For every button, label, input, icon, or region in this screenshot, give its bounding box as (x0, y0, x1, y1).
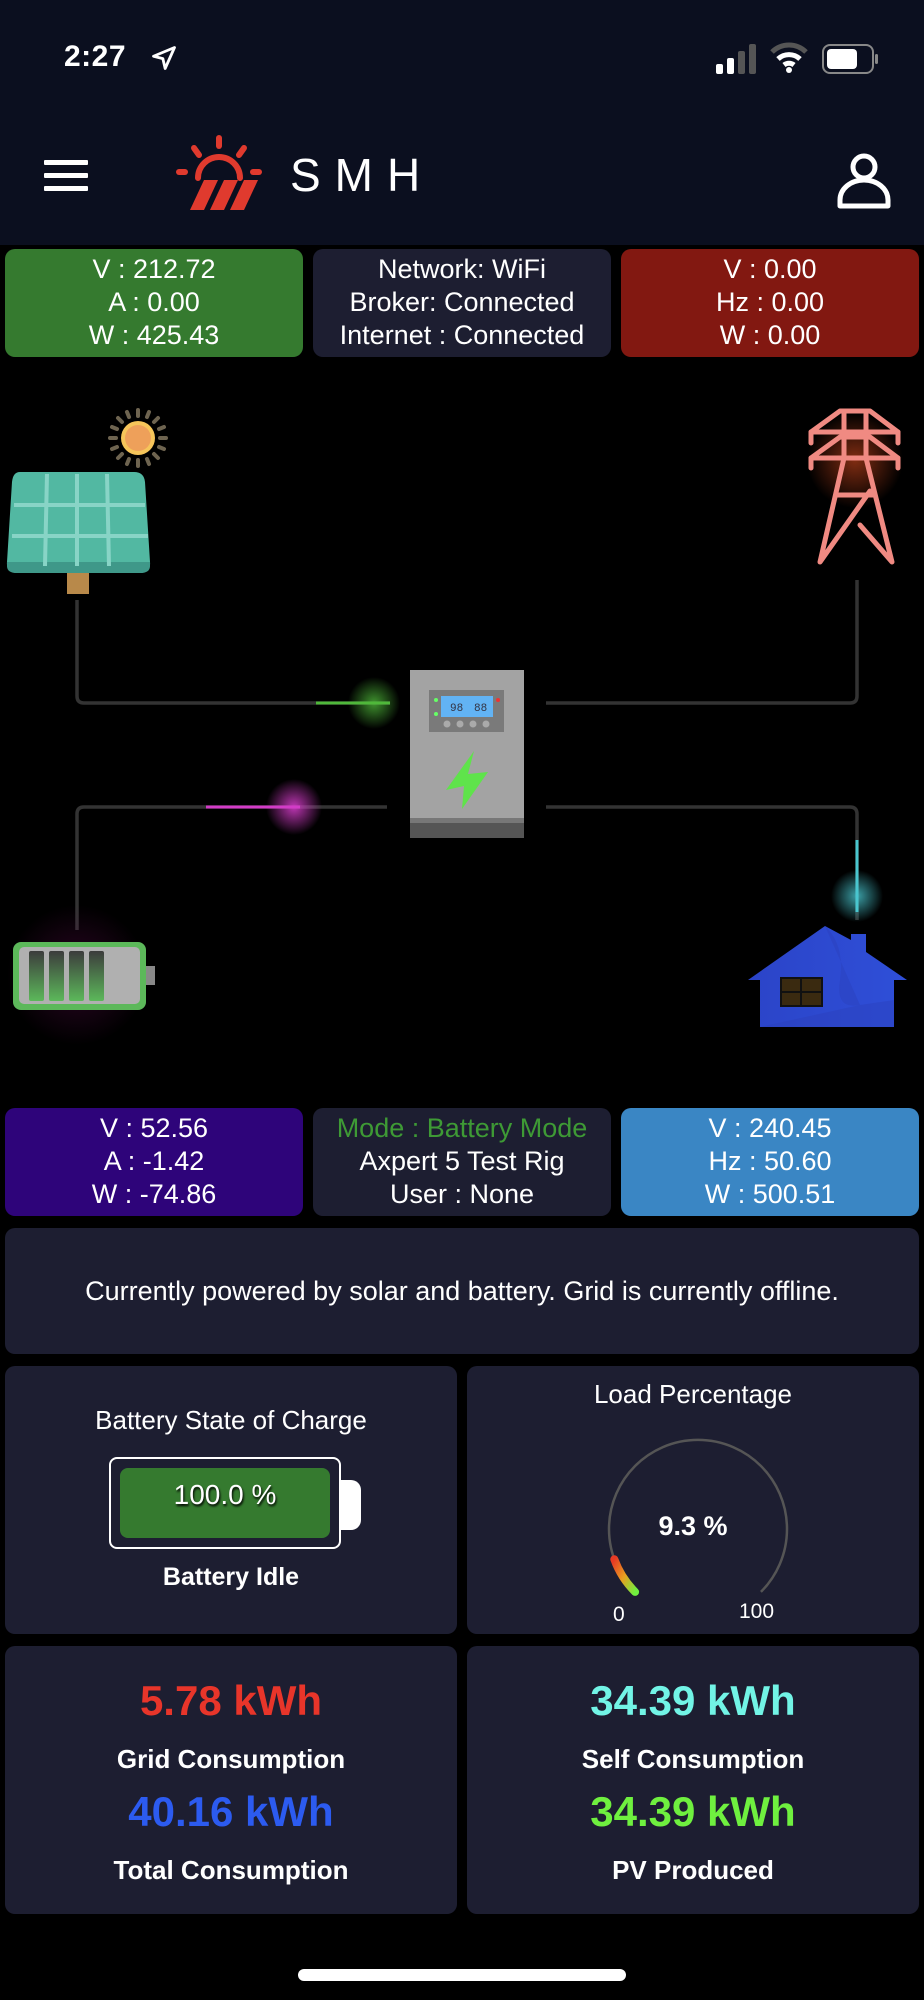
internet-status: Internet : Connected (339, 320, 585, 350)
pv-stats-card: V : 212.72 A : 0.00 W : 425.43 (5, 249, 303, 357)
sun-icon (108, 408, 168, 468)
house-icon (748, 926, 907, 1027)
self-consumption-label: Self Consumption (581, 1744, 805, 1774)
flow-lines (75, 580, 859, 930)
inverter-icon: 98 88 (410, 670, 524, 838)
battery-voltage: V : 52.56 (99, 1113, 209, 1143)
device-name: Axpert 5 Test Rig (359, 1146, 565, 1176)
power-tower-icon (807, 408, 903, 565)
battery-line (75, 805, 387, 930)
load-gauge-track (607, 1438, 789, 1593)
network-type: Network: WiFi (378, 254, 546, 284)
grid-frequency: Hz : 0.00 (715, 287, 825, 317)
grid-stats-card: V : 0.00 Hz : 0.00 W : 0.00 (621, 249, 919, 357)
grid-power: W : 0.00 (719, 320, 821, 350)
load-percentage-title: Load Percentage (593, 1379, 793, 1409)
load-gauge-min-label: 0 (613, 1603, 625, 1626)
solar-panel-icon (6, 472, 151, 594)
battery-status: Battery Idle (162, 1563, 300, 1591)
grid-consumption-label: Grid Consumption (116, 1744, 346, 1774)
pv-power: W : 425.43 (88, 320, 220, 350)
load-power: W : 500.51 (704, 1179, 836, 1209)
user-icon[interactable] (834, 150, 894, 210)
load-gauge-value: 9.3 % (658, 1511, 728, 1541)
production-panel: 34.39 kWh Self Consumption 34.39 kWh PV … (467, 1646, 919, 1914)
battery-soc-title: Battery State of Charge (95, 1405, 367, 1435)
battery-current: A : -1.42 (103, 1146, 205, 1176)
battery-soc-terminal (341, 1480, 361, 1530)
battery-soc-gauge: 100.0 % (109, 1457, 341, 1549)
battery-flow-indicator (206, 779, 322, 835)
load-gauge-value-arc (610, 1555, 640, 1596)
device-info-card: Mode : Battery Mode Axpert 5 Test Rig Us… (313, 1108, 611, 1216)
clock: 2:27 (64, 40, 127, 73)
app-title: SMH (290, 149, 435, 201)
total-consumption-label: Total Consumption (113, 1855, 349, 1885)
self-consumption-value: 34.39 kWh (590, 1677, 796, 1724)
battery-stats-card: V : 52.56 A : -1.42 W : -74.86 (5, 1108, 303, 1216)
grid-consumption-value: 5.78 kWh (139, 1677, 323, 1724)
inverter-display: 98 88 (450, 703, 487, 715)
status-bar: 2:27 (0, 0, 924, 120)
battery-soc-value: 100.0 % (173, 1479, 277, 1510)
load-voltage: V : 240.45 (708, 1113, 832, 1143)
app-header: SMH (0, 120, 924, 245)
pv-produced-label: PV Produced (612, 1855, 774, 1885)
consumption-panel: 5.78 kWh Grid Consumption 40.16 kWh Tota… (5, 1646, 457, 1914)
user-name: User : None (389, 1179, 535, 1209)
power-status-text: Currently powered by solar and battery. … (85, 1275, 839, 1306)
menu-icon[interactable] (44, 160, 88, 194)
battery-icon (822, 44, 878, 74)
pv-current: A : 0.00 (108, 287, 200, 317)
battery-soc-panel: Battery State of Charge 100.0 % Battery … (5, 1366, 457, 1634)
pv-produced-value: 34.39 kWh (590, 1788, 796, 1835)
load-gauge (607, 1438, 789, 1596)
grid-voltage: V : 0.00 (723, 254, 817, 284)
power-status-message: Currently powered by solar and battery. … (5, 1228, 919, 1354)
total-consumption-value: 40.16 kWh (128, 1788, 334, 1835)
load-stats-card: V : 240.45 Hz : 50.60 W : 500.51 (621, 1108, 919, 1216)
sun-panel-logo-icon (176, 135, 262, 210)
inverter-mode: Mode : Battery Mode (336, 1113, 588, 1143)
energy-flow-diagram: 98 88 (6, 408, 907, 1045)
home-indicator[interactable] (298, 1969, 626, 1981)
load-percentage-panel: Load Percentage 9.3 % 0 100 (467, 1366, 919, 1634)
pv-voltage: V : 212.72 (92, 254, 216, 284)
pv-line (75, 600, 390, 705)
load-flow-indicator (831, 840, 883, 922)
location-arrow-icon (152, 46, 176, 70)
grid-line (546, 580, 859, 705)
load-gauge-max-label: 100 (739, 1600, 775, 1623)
battery-icon (7, 905, 155, 1045)
battery-soc-fill (120, 1468, 330, 1538)
pv-flow-indicator (316, 677, 400, 729)
load-line (546, 805, 859, 920)
network-status-card: Network: WiFi Broker: Connected Internet… (313, 249, 611, 357)
inverter-display-left: 98 (450, 703, 463, 715)
load-frequency: Hz : 50.60 (708, 1146, 832, 1176)
battery-power: W : -74.86 (91, 1179, 217, 1209)
inverter-display-right: 88 (474, 703, 487, 715)
wifi-icon (770, 42, 808, 73)
broker-status: Broker: Connected (349, 287, 575, 317)
cellular-signal-icon (716, 44, 756, 74)
